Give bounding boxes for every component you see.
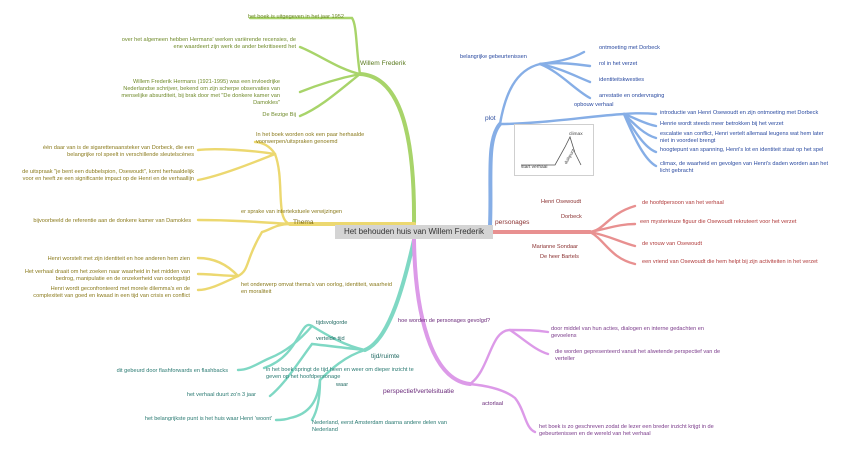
plot-event-ontmoeting: ontmoeting met Dorbeck [599,45,660,51]
tijd-sub-vertelde: vertelde tijd [316,336,345,342]
branch-willem-label[interactable]: Willem Frederik [360,60,406,67]
thema-sub-onderwerp: het onderwerp omvat thema's van oorlog, … [241,282,392,295]
tijd-duur: het verhaal duurt zo'n 3 jaar [186,392,256,398]
plot-opbouw-betrokken: Henrie wordt steeds meer betrokken bij h… [660,121,784,127]
thema-leaf-waarheid: Het verhaal draait om het zoeken naar wa… [24,269,190,282]
inset-climax-label: climax [569,132,583,137]
thema-leaf-identiteit: Henri worstelt met zijn identiteit en ho… [47,256,190,262]
plot-event-arrestatie: arrestatie en ondervraging [599,93,665,99]
perspectief-auctorial-label: actorlaal [482,401,504,407]
personage-marianne-desc: de vrouw van Osewoudt [642,241,703,247]
plot-event-verzet: rol in het verzet [599,61,638,67]
tijd-flashbacks: dit gebeurd door flashforwards en flashb… [116,368,228,374]
thema-sub-herhaald: In het boek worden ook een paar herhaald… [256,132,365,145]
central-topic[interactable]: Het behouden huis van Willem Frederik [335,225,493,239]
willem-item-recensies: over het algemeen hebben Hermans' werken… [121,37,296,50]
branch-tijd-label[interactable]: tijd/ruimte [371,353,400,360]
thema-leaf-damokles: bijvoorbeeld de referentie aan de donker… [33,218,191,224]
personage-bartels-desc: een vriend van Osewoudt die hem helpt bi… [642,259,818,265]
plot-opbouw-escalatie: escalatie van conflict, Henri vertelt al… [660,131,824,144]
personage-marianne: Marianne Sondaar [532,244,579,250]
tijd-volgorde-detail: in het boek springt de tijd heen en weer… [266,367,414,380]
perspectief-auctorial-detail: het boek is zo geschreven zodat de lezer… [539,424,714,437]
willem-item-published: het boek is uitgegeven in het jaar 1952 [247,14,344,20]
personage-bartels: De heer Bartels [540,254,579,260]
personage-henri: Henri Osewoudt [541,199,582,205]
branch-thema-lines [196,140,416,292]
branch-perspectief-lines [412,238,550,434]
thema-leaf-aansteker: één daar van is de sigarettenaansteker v… [42,145,194,158]
branch-personages-lines [491,204,637,266]
branch-personages-label[interactable]: personages [495,219,530,226]
personage-dorbeck: Dorbeck [561,214,582,220]
thema-sub-intertekstueel: er sprake van intertekstuele verwijzinge… [241,209,343,215]
plot-opbouw-label: opbouw verhaal [574,102,614,108]
plot-event-identiteit: identiteitskwesties [599,77,645,83]
willem-item-uitgever: De Bezige Bij [262,112,296,118]
inset-start-label: start verhaal [521,165,548,170]
plot-structure-graphic: climax duikpunt start verhaal [514,124,594,176]
branch-tijd-lines [236,238,416,422]
branch-plot-label[interactable]: plot [485,115,496,122]
perspectief-answer-acties: door middel van hun acties, dialogen en … [551,326,705,339]
plot-opbouw-climax: climax, de waarheid en gevolgen van Henr… [660,161,829,174]
plot-structure-curve [521,135,582,166]
branch-thema-label[interactable]: Thema [293,219,314,226]
plot-opbouw-hoogtepunt: hoogtepunt van spanning, Henri's lot en … [660,147,824,153]
personage-henri-desc: de hoofdpersoon van het verhaal [642,200,724,206]
branch-willem-lines [248,16,417,226]
tijd-punt: het belangrijkste punt is het huis waar … [144,416,272,422]
personage-dorbeck-desc: een mysterieuze figuur die Osewoudt rekr… [640,219,797,225]
willem-item-biografie: Willem Frederik Hermans (1921-1995) was … [121,79,280,106]
branch-perspectief-label[interactable]: perspectief/vertelsituatie [383,388,455,395]
thema-leaf-uitspraak: de uitspraak "je bent een dubbelspion, O… [22,169,194,182]
tijd-sub-waar: waar [336,382,349,388]
perspectief-question: hoe worden de personages gevolgd? [398,318,491,324]
plot-opbouw-introductie: introductie van Henri Osewoudt en zijn o… [660,110,819,116]
plot-gebeurtenissen-label: belangrijke gebeurtenissen [460,54,527,60]
tijd-sub-volgorde: tijdsvolgorde [316,320,348,326]
perspectief-answer-alwetend: die worden gepresenteerd vanuit het alwe… [555,349,721,362]
branch-plot-lines [488,50,658,228]
thema-leaf-moreel: Henri wordt geconfronteerd met morele di… [33,286,190,299]
tijd-plaats: Nederland, eerst Amsterdam daarna andere… [312,420,447,433]
